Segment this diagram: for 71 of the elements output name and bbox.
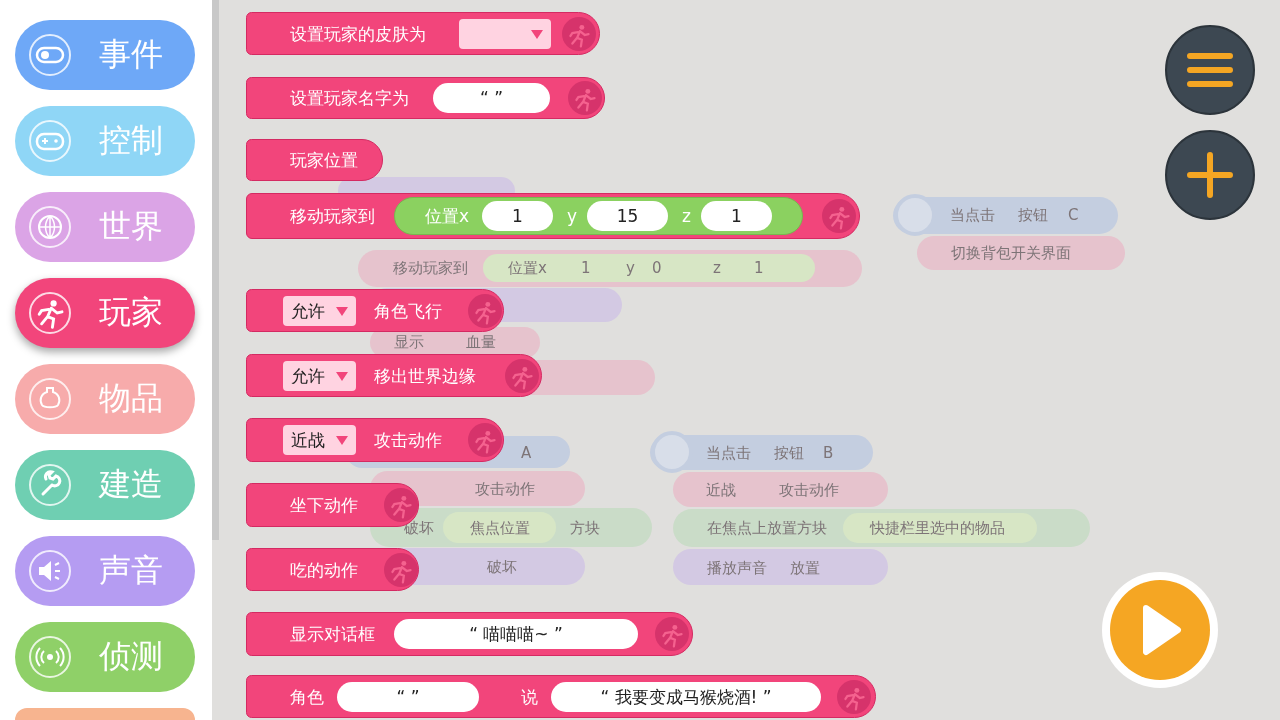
code-block: [246, 12, 600, 55]
faded-block-text: 显示: [394, 332, 424, 352]
category-label: 声音: [99, 550, 163, 590]
block-label: 移动玩家到: [290, 205, 375, 227]
block-label: z: [682, 205, 691, 227]
category-label: 侦测: [99, 636, 163, 676]
block-label: 攻击动作: [374, 429, 442, 451]
block-label: 设置玩家名字为: [290, 87, 409, 109]
category-tab: [15, 278, 195, 348]
input-field: “ 喵喵喵~ ”: [394, 619, 638, 649]
code-block: [246, 139, 383, 181]
dropdown: 允许: [283, 360, 356, 391]
faded-block-text: 攻击动作: [475, 479, 535, 499]
faded-block-text: 方块: [570, 518, 600, 538]
faded-block-text: 播放声音: [707, 558, 767, 578]
faded-block-text: 切换背包开关界面: [951, 243, 1071, 263]
faded-block-text: 放置: [790, 558, 820, 578]
faded-block-text: 位置x: [508, 258, 547, 278]
faded-block-text: 0: [652, 258, 662, 278]
faded-block-text: 按钮: [1018, 205, 1048, 225]
code-block: [246, 548, 419, 591]
block-label: 设置玩家的皮肤为: [290, 22, 426, 45]
faded-block-text: 移动玩家到: [393, 258, 468, 278]
category-label: 物品: [99, 378, 163, 418]
input-field: “ ”: [433, 83, 550, 113]
input-field: 15: [587, 201, 668, 231]
code-block: [246, 193, 860, 239]
faded-block-text: A: [521, 443, 532, 463]
faded-block-text: 快捷栏里选中的物品: [870, 518, 1005, 538]
input-field: “ ”: [337, 681, 479, 712]
code-block: [246, 418, 504, 462]
faded-block-text: B: [823, 443, 834, 463]
faded-block-text: 近战: [706, 480, 736, 500]
faded-block-text: 攻击动作: [779, 480, 839, 500]
category-label: 玩家: [99, 292, 163, 332]
code-block: [246, 289, 504, 332]
code-block: [246, 77, 605, 119]
block-label: 移出世界边缘: [374, 364, 476, 387]
dropdown: 允许: [283, 295, 356, 326]
input-field: 1: [701, 201, 772, 231]
faded-block-text: y: [626, 258, 635, 278]
code-block: [246, 612, 693, 656]
block-label: 角色: [290, 685, 324, 708]
faded-block-text: 在焦点上放置方块: [707, 518, 827, 538]
faded-block-text: 当点击: [706, 443, 751, 463]
category-label: 控制: [99, 120, 163, 160]
category-label: 建造: [99, 464, 163, 504]
faded-block-text: C: [1068, 205, 1079, 225]
faded-block-text: 当点击: [950, 205, 995, 225]
category-label: 世界: [99, 206, 163, 246]
input-field: 1: [482, 201, 553, 231]
block-label: y: [567, 205, 578, 227]
block-label: 说: [521, 685, 538, 708]
input-field: “ 我要变成马猴烧酒! ”: [551, 681, 821, 712]
block-label: 显示对话框: [290, 623, 375, 645]
faded-block-text: 1: [581, 258, 591, 278]
faded-block-text: 焦点位置: [470, 518, 530, 538]
block-label: 角色飞行: [374, 299, 442, 322]
faded-block-text: 破坏: [487, 557, 517, 577]
dropdown: 近战: [283, 425, 356, 455]
faded-block-text: 按钮: [774, 443, 804, 463]
code-block: [246, 354, 542, 397]
block-label: 位置x: [425, 205, 470, 227]
block-label: 玩家位置: [290, 149, 358, 171]
code-block: [246, 675, 876, 718]
faded-block-text: 血量: [466, 332, 496, 352]
block-label: 坐下动作: [290, 494, 358, 516]
faded-block-text: z: [713, 258, 721, 278]
faded-block-text: 1: [754, 258, 764, 278]
category-label: 事件: [99, 34, 163, 74]
block-label: 吃的动作: [290, 558, 358, 581]
